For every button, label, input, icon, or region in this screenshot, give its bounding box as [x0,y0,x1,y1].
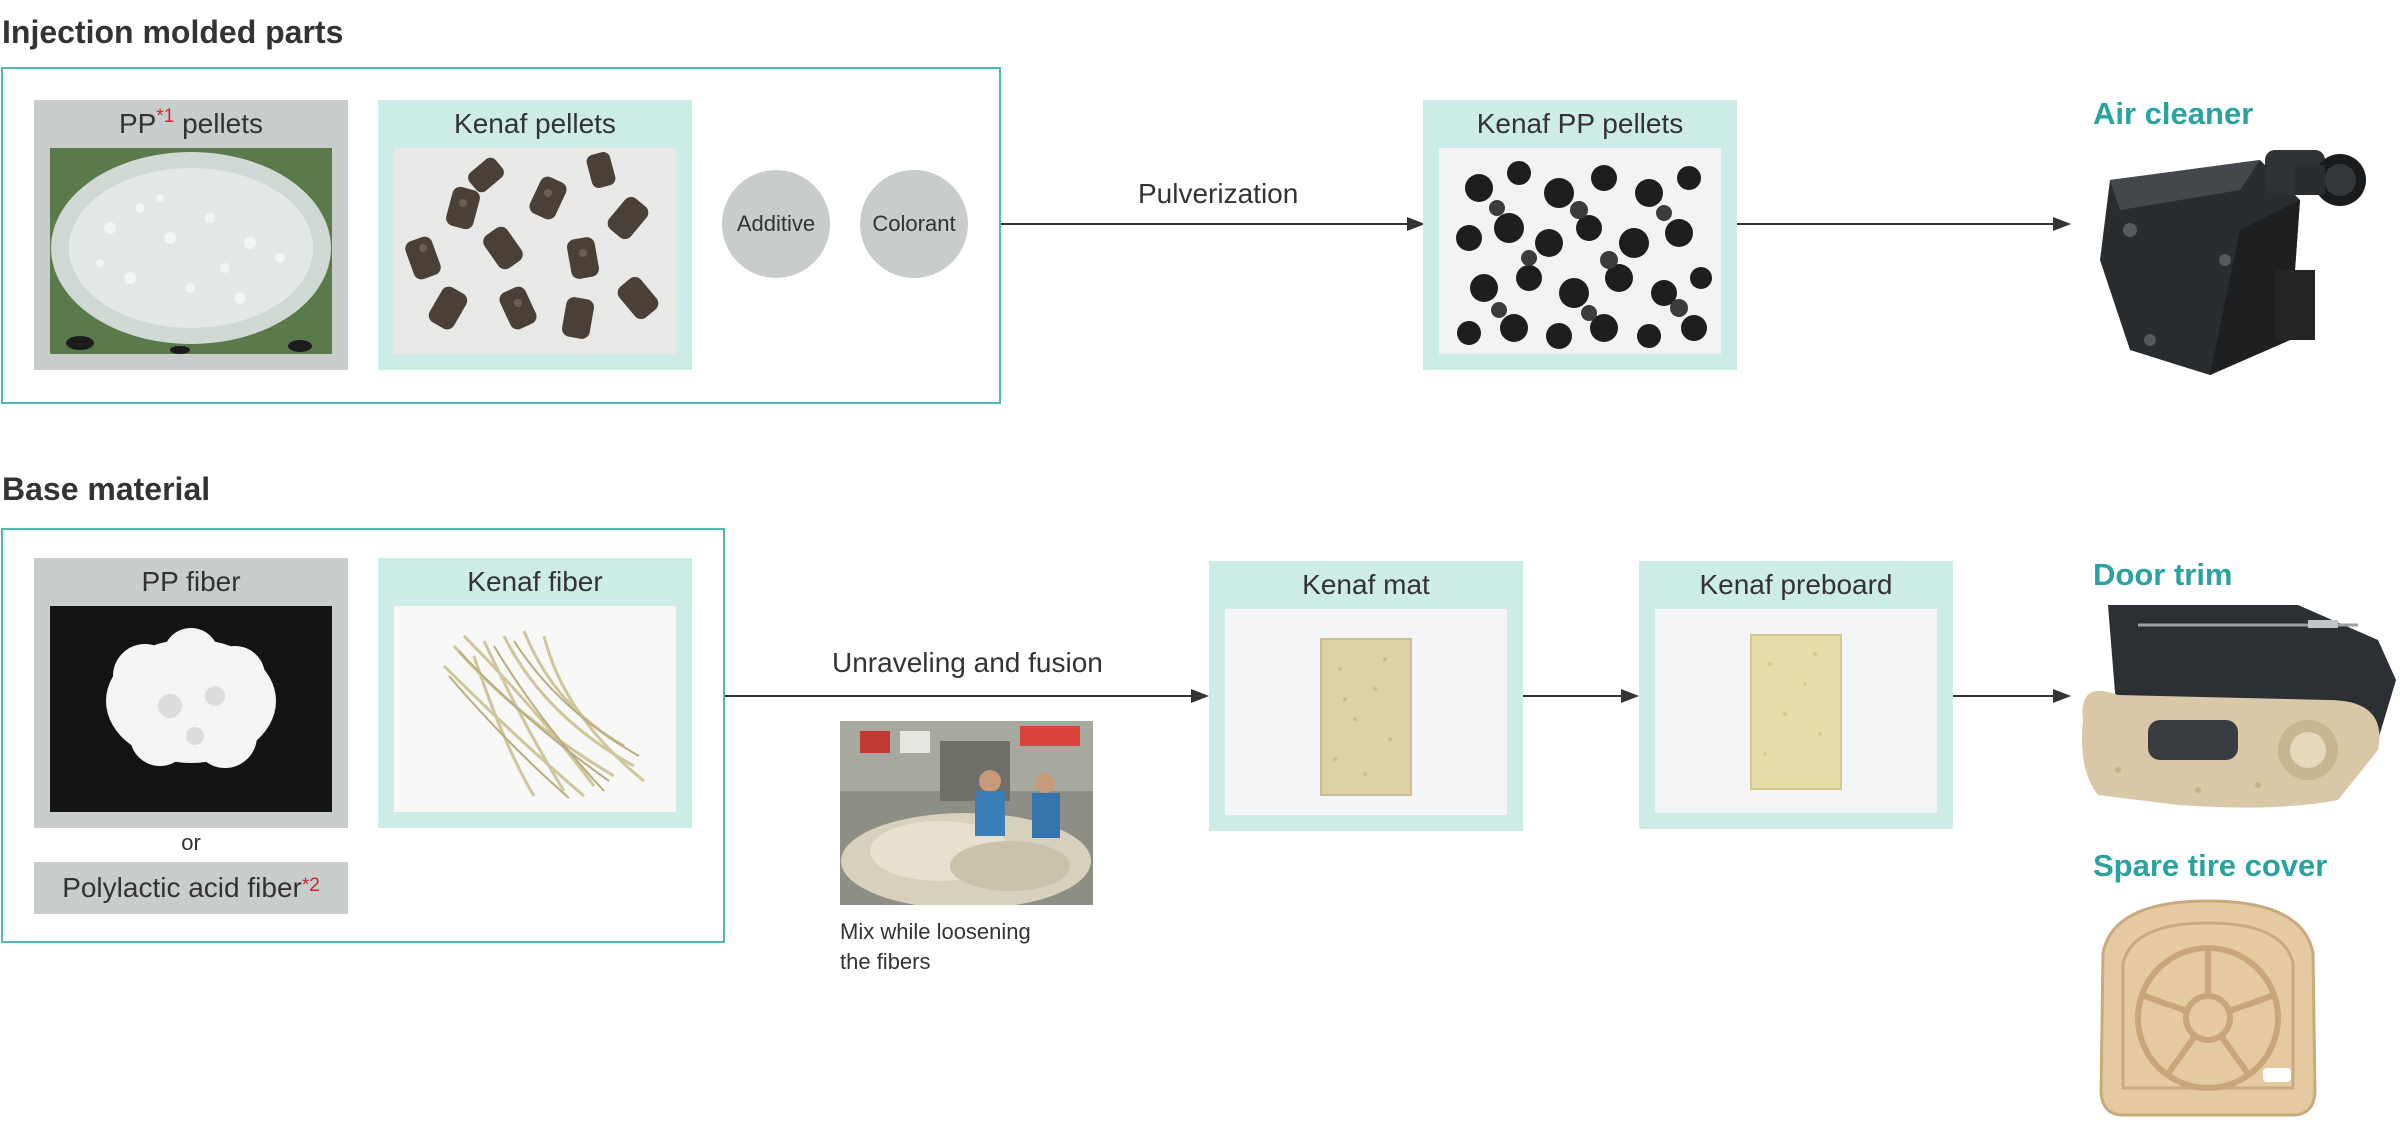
or-text: or [181,830,201,855]
injection-inputs-frame [1,67,1001,404]
kenaf-fiber-photo [394,606,676,812]
injection-section-title: Injection molded parts [2,14,344,50]
footnote-mark-2: *2 [301,875,320,896]
kenaf-mat-label: Kenaf mat [1302,569,1430,600]
pp-fiber-photo [50,606,332,812]
spare-tire-cover-title: Spare tire cover [2093,848,2328,883]
kenaf-pellets-label: Kenaf pellets [454,108,616,139]
kenaf-preboard-label: Kenaf preboard [1699,569,1893,600]
kenaf-preboard-photo [1655,609,1937,813]
unraveling-arrow [725,689,1209,703]
mixing-caption: Mix while loosening the fibers [840,919,1031,974]
kenaf-mat-photo [1225,609,1507,815]
additive-circle: Additive [722,170,830,278]
pla-fiber-box: Polylactic acid fiber*2 [34,862,348,914]
base-inputs-frame [1,528,725,943]
unraveling-label: Unraveling and fusion [832,647,1103,678]
kenaf-pellets-photo [394,148,676,354]
spare-tire-cover-image [2093,893,2323,1123]
pp-pellets-card: PP*1 pellets [34,100,348,370]
base-section-title: Base material [2,471,211,507]
air-cleaner-title: Air cleaner [2093,96,2254,131]
to-air-cleaner-arrow [1737,217,2071,231]
air-cleaner-image [2090,140,2370,380]
kenaf-pp-pellets-label: Kenaf PP pellets [1476,108,1684,139]
pp-pellets-label: PP*1 pellets [118,106,264,139]
kenaf-fiber-card: Kenaf fiber [378,558,692,828]
pulverization-label: Pulverization [1138,178,1299,209]
kenaf-mat-card: Kenaf mat [1209,561,1523,831]
kenaf-pellets-card: Kenaf pellets [378,100,692,370]
pp-fiber-label: PP fiber [141,566,241,597]
pulverization-arrow [1001,217,1425,231]
colorant-circle: Colorant [860,170,968,278]
pp-pellets-photo [50,148,332,354]
mat-to-preboard-arrow [1523,689,1639,703]
mixing-process-photo [840,721,1093,905]
kenaf-fiber-label: Kenaf fiber [467,566,603,597]
footnote-mark-1: *1 [156,106,175,127]
kenaf-preboard-card: Kenaf preboard [1639,561,1953,829]
kenaf-pp-pellets-card: Kenaf PP pellets [1423,100,1737,370]
door-trim-title: Door trim [2093,557,2233,592]
door-trim-image [2078,600,2400,815]
kenaf-pp-pellets-photo [1439,148,1721,354]
to-door-trim-arrow [1953,689,2071,703]
pp-fiber-card: PP fiber [34,558,348,828]
